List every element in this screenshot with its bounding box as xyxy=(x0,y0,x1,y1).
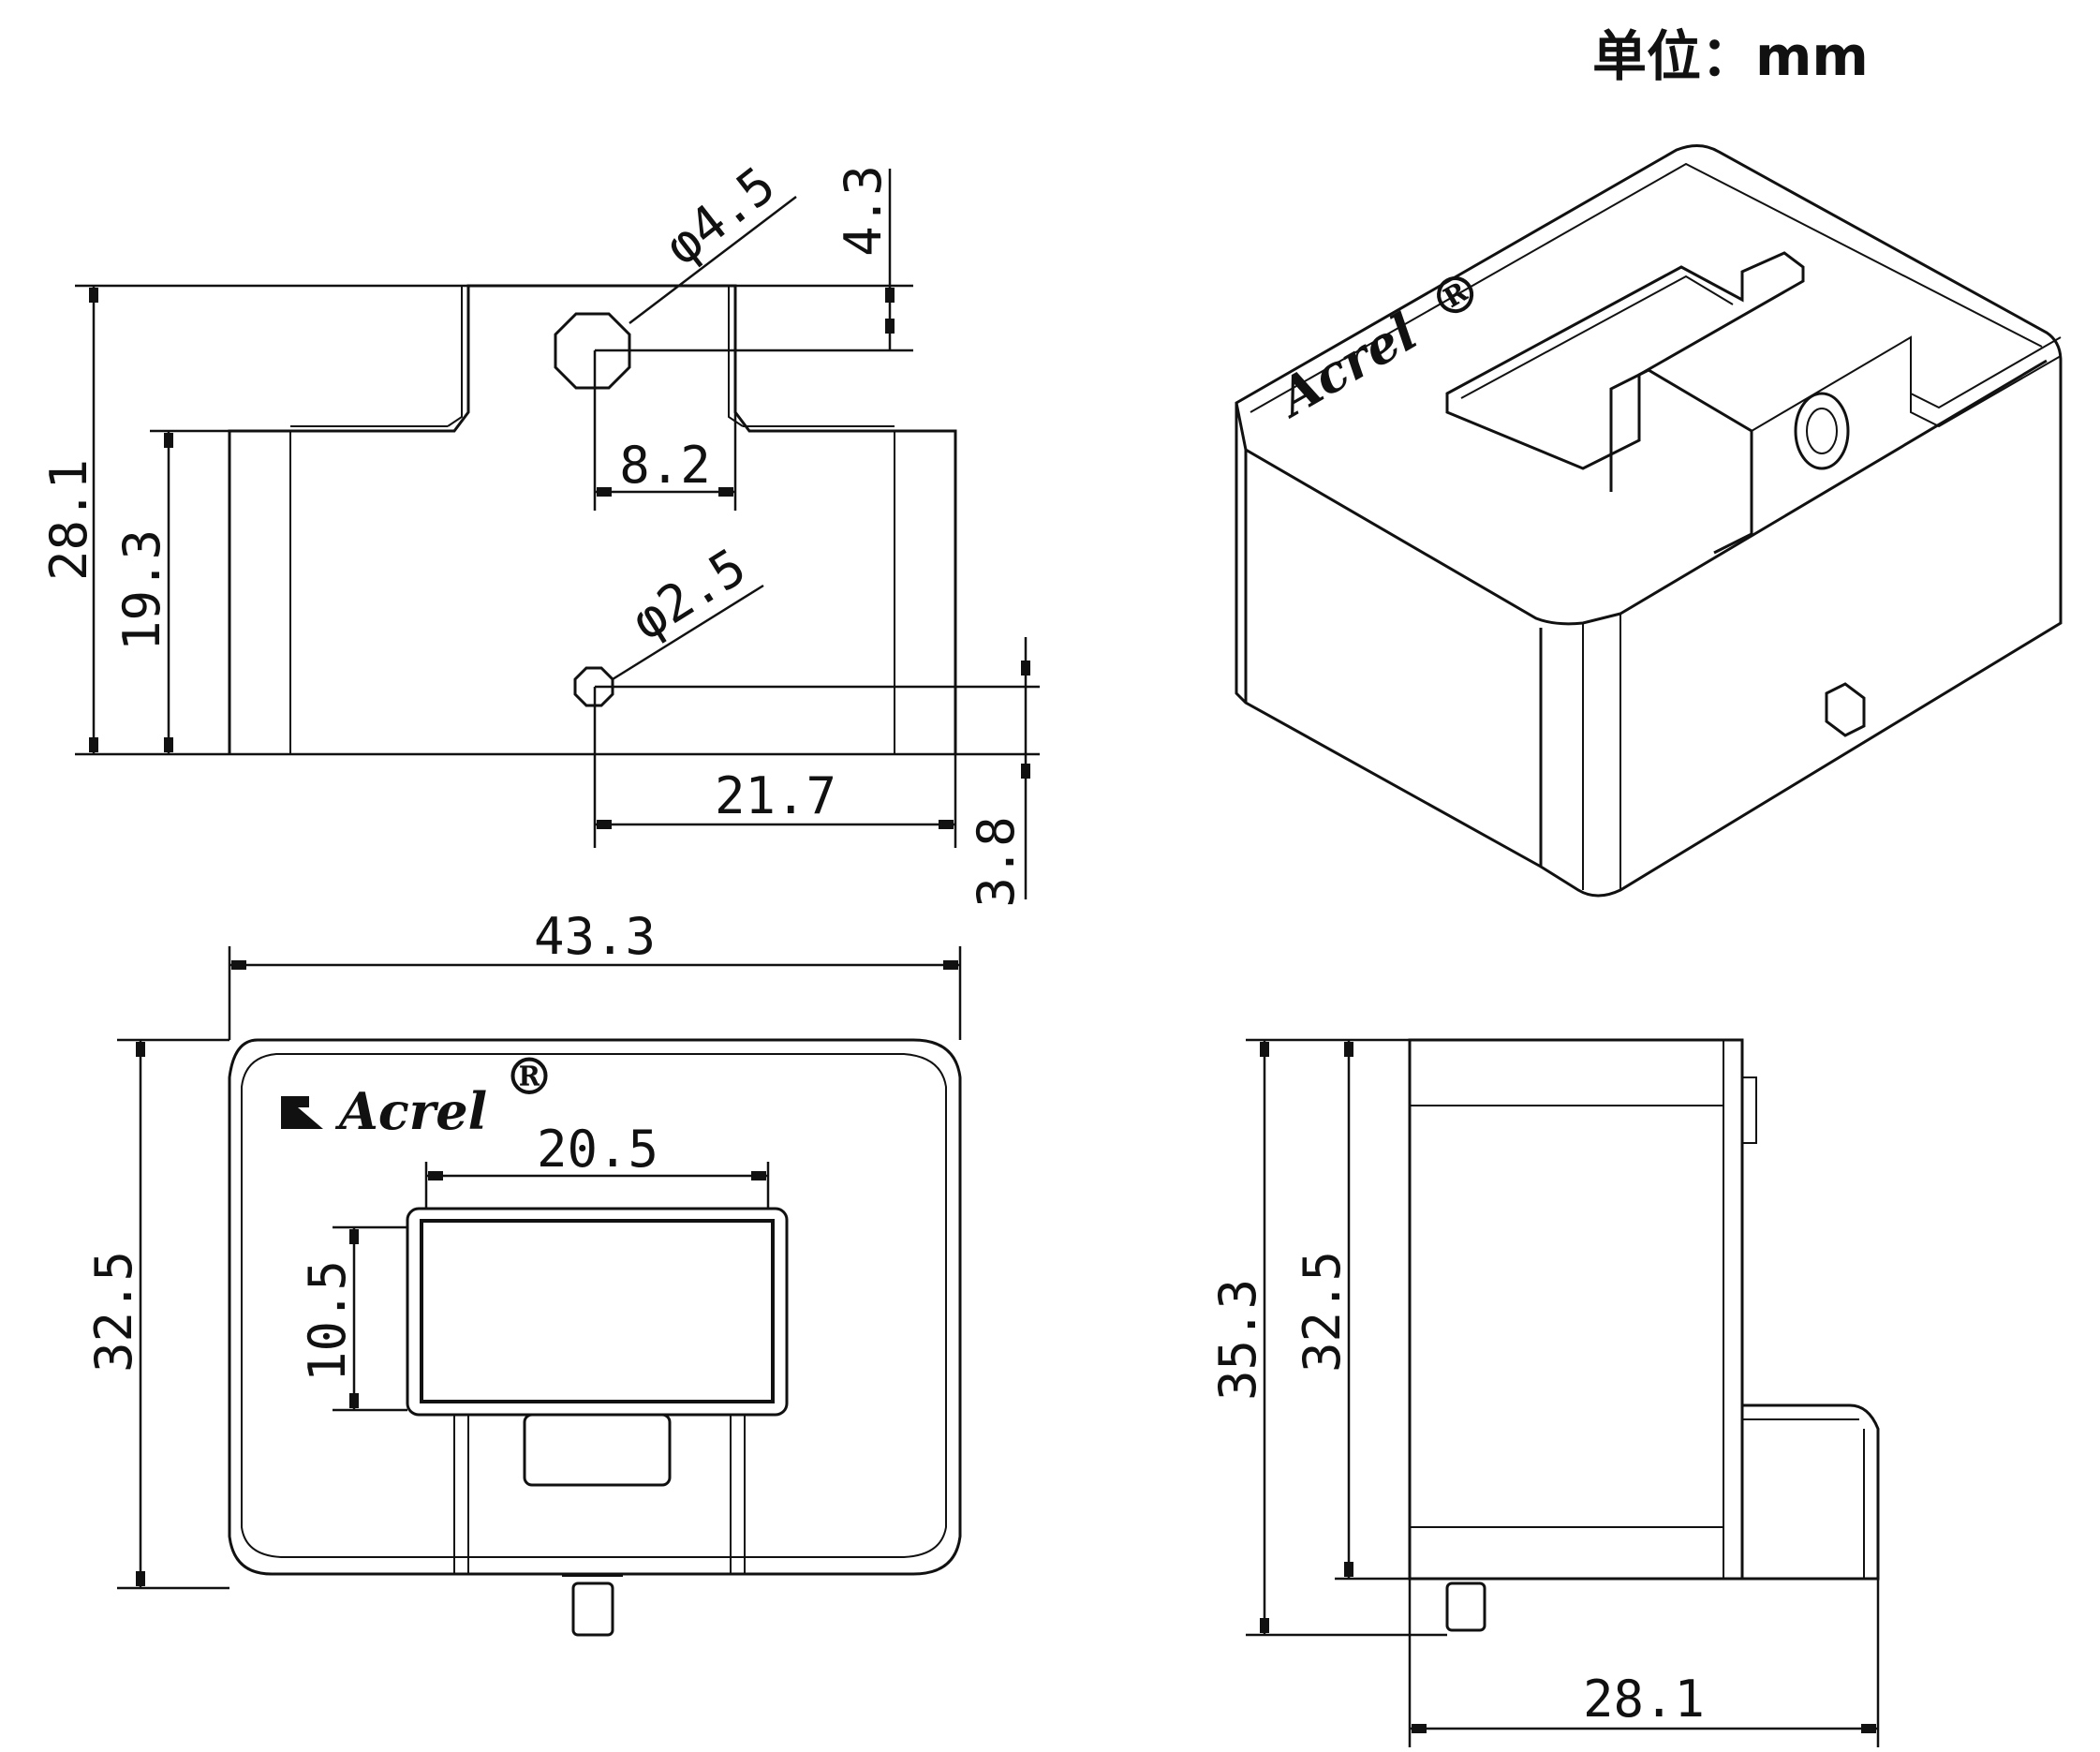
mounting-hole-large xyxy=(554,312,631,390)
dim-hole-spacing: 8.2 xyxy=(619,436,711,495)
dim-small-hole: φ2.5 xyxy=(621,537,756,651)
side-view: 35.3 32.5 28.1 xyxy=(1208,1038,1880,1747)
dim-depth: 32.5 xyxy=(84,1251,143,1373)
mounting-hole-small xyxy=(573,666,614,707)
iso-brand-logo: Acrel xyxy=(1264,302,1427,430)
front-view: 28.1 19.3 4.3 φ4.5 8.2 φ2.5 21.7 xyxy=(39,156,1040,908)
dim-window-height: 10.5 xyxy=(298,1260,357,1382)
dim-top-offset: 4.3 xyxy=(834,165,893,257)
dim-width: 43.3 xyxy=(534,907,656,966)
dim-total-height: 28.1 xyxy=(39,459,98,581)
isometric-view: Acrel ® xyxy=(1235,144,2063,898)
dim-side-depth: 28.1 xyxy=(1583,1670,1705,1729)
dim-bottom-offset: 3.8 xyxy=(967,816,1026,908)
dim-overall-height: 35.3 xyxy=(1208,1279,1267,1401)
dim-pin-spacing: 21.7 xyxy=(715,766,836,825)
iso-brand-mark: ® xyxy=(1419,257,1493,334)
unit-label: 单位：mm xyxy=(1592,24,1869,88)
acrel-logo-icon xyxy=(281,1096,323,1129)
dim-big-hole: φ4.5 xyxy=(654,156,786,277)
dim-body-height: 32.5 xyxy=(1293,1251,1352,1373)
dim-window-width: 20.5 xyxy=(537,1120,658,1179)
dim-pin-height: 19.3 xyxy=(112,529,171,651)
top-brand-mark: ® xyxy=(504,1047,555,1106)
top-brand-logo: Acrel xyxy=(334,1081,487,1141)
top-view: Acrel ® 43.3 32.5 20.5 10.5 xyxy=(84,907,962,1637)
